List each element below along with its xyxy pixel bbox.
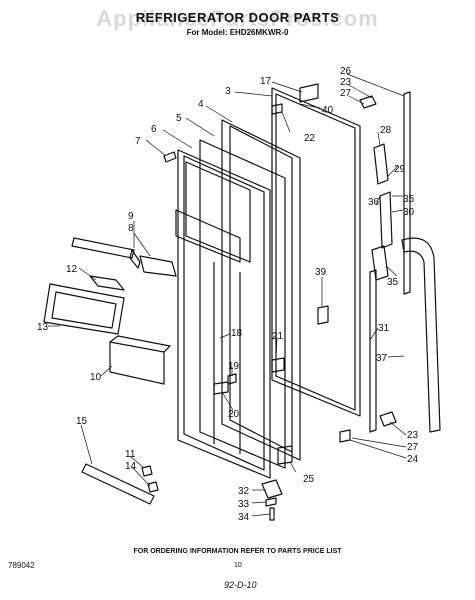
- handle-bracket-bottom: [371, 245, 389, 281]
- drip-tray-small: [89, 275, 125, 291]
- model-subtitle: For Model: EHD26MKWR-0: [186, 28, 289, 37]
- door-bin-lip: [109, 335, 171, 353]
- door-trim-top: [403, 91, 411, 295]
- callout-17: 17: [260, 76, 272, 87]
- screw-34: [269, 507, 275, 521]
- callout-40: 40: [322, 105, 334, 116]
- callout-29: 29: [394, 164, 406, 175]
- callout-12: 12: [66, 264, 78, 275]
- callout-7: 7: [135, 136, 141, 147]
- small-screw-7: [163, 151, 177, 163]
- top-hinge-cap: [299, 83, 319, 103]
- callout-21: 21: [272, 331, 284, 342]
- door-gasket: [221, 119, 301, 461]
- page-title: REFRIGERATOR DOOR PARTS: [135, 10, 340, 25]
- callout-27-top: 27: [340, 88, 352, 99]
- liner-rib: [213, 262, 241, 454]
- screw-14: [147, 481, 159, 493]
- screw-22: [271, 103, 283, 115]
- callout-35-upper: 35: [403, 194, 415, 205]
- callout-6: 6: [151, 124, 157, 135]
- callout-15: 15: [76, 416, 88, 427]
- callout-32: 32: [238, 486, 250, 497]
- callout-33: 33: [238, 499, 250, 510]
- callout-23-top: 23: [340, 77, 352, 88]
- clip-21: [271, 357, 285, 373]
- dispenser-cover-inner: [51, 291, 117, 329]
- callout-13: 13: [37, 322, 49, 333]
- pin-24: [339, 429, 351, 443]
- door-inner-liner-rim: [183, 155, 265, 471]
- callout-18: 18: [231, 328, 243, 339]
- callout-37: 37: [376, 353, 388, 364]
- revision-date: 92-D-10: [224, 580, 257, 590]
- bracket-25: [277, 445, 293, 465]
- handle-bracket-top: [373, 143, 389, 185]
- clip-20: [213, 381, 229, 395]
- hinge-bushing: [359, 95, 377, 109]
- callout-22: 22: [304, 133, 316, 144]
- cap-11: [141, 465, 153, 477]
- callout-10: 10: [90, 372, 102, 383]
- shelf-rail: [71, 237, 135, 259]
- label-39: [317, 305, 329, 325]
- callout-3: 3: [225, 86, 231, 97]
- callout-35-lower: 35: [387, 277, 399, 288]
- callout-4: 4: [198, 99, 204, 110]
- door-liner-frame: [199, 139, 286, 469]
- callout-30: 30: [403, 207, 415, 218]
- callout-27-bottom: 27: [407, 442, 419, 453]
- shelf-rail-end: [129, 249, 141, 269]
- dispenser-recess: [185, 161, 251, 263]
- callout-14: 14: [125, 461, 137, 472]
- dispenser-chute: [175, 209, 241, 263]
- washer-33: [265, 497, 277, 507]
- callout-26: 26: [340, 66, 352, 77]
- callout-23-bottom: 23: [407, 430, 419, 441]
- bushing-23b: [379, 411, 397, 427]
- document-code: 789042: [8, 561, 35, 570]
- callout-28: 28: [380, 125, 392, 136]
- door-outer-panel-edge: [275, 93, 356, 411]
- door-handle: [401, 237, 441, 433]
- ordering-info: FOR ORDERING INFORMATION REFER TO PARTS …: [133, 548, 342, 555]
- watermark: AppliancePartsPros.com: [96, 6, 379, 31]
- callout-36: 36: [368, 197, 380, 208]
- callout-24: 24: [407, 454, 419, 465]
- door-outer-panel: [271, 87, 361, 417]
- dispenser-cover: [43, 283, 125, 335]
- handle-mount-top: [379, 191, 393, 249]
- callout-34: 34: [238, 512, 250, 523]
- page-number: 10: [234, 562, 242, 569]
- callout-39: 39: [315, 267, 327, 278]
- callout-20: 20: [228, 409, 240, 420]
- dispenser-tray: [139, 255, 177, 277]
- door-bin: [109, 341, 165, 385]
- door-gasket-inner: [229, 125, 293, 453]
- callout-19: 19: [228, 361, 240, 372]
- bottom-trim: [81, 463, 155, 505]
- latch-19: [227, 373, 237, 385]
- callout-31: 31: [378, 323, 390, 334]
- callout-11: 11: [125, 449, 136, 460]
- hinge-rod: [369, 269, 377, 433]
- callout-5: 5: [176, 113, 182, 124]
- hinge-32: [261, 479, 283, 499]
- callout-9: 9: [128, 211, 134, 222]
- door-inner-liner: [177, 149, 271, 479]
- callout-8: 8: [128, 223, 134, 234]
- callout-25: 25: [303, 474, 315, 485]
